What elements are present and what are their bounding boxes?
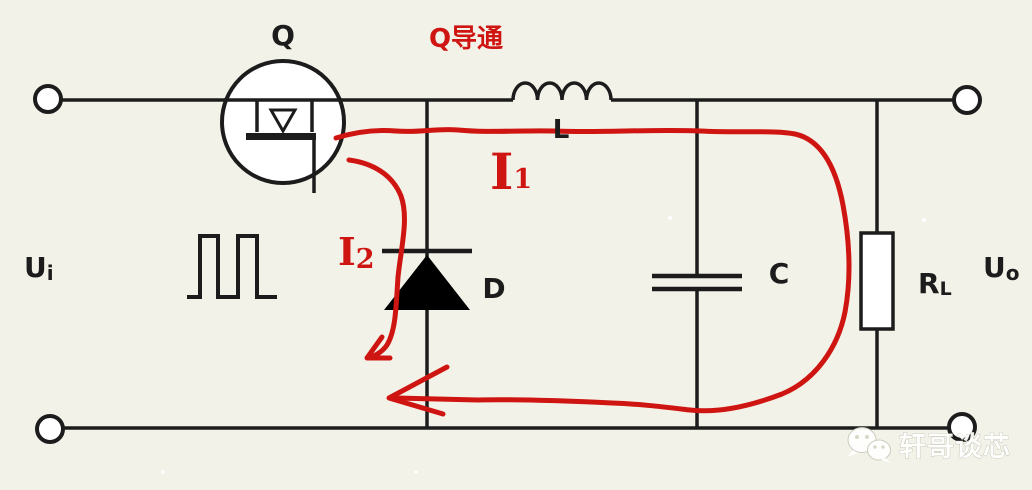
current-arrowhead-i2 [364, 334, 393, 361]
diode-triangle [384, 255, 470, 310]
terminal-bottom-right [947, 412, 977, 442]
current-path-i2 [346, 157, 407, 361]
terminal-top-left [33, 84, 63, 114]
terminals [33, 84, 982, 444]
terminal-bottom-left [35, 414, 65, 444]
load-resistor-label: RL [918, 267, 952, 300]
inductor-symbol [511, 81, 613, 101]
terminal-top-right [952, 85, 982, 115]
state-annotation-label: Q导通 [429, 24, 503, 54]
diode-symbol [382, 248, 472, 310]
transistor-label: Q [271, 19, 295, 52]
current-2-label: I2 [338, 229, 375, 275]
input-voltage-label: Ui [24, 251, 54, 285]
diode-label: D [482, 272, 505, 305]
mosfet-stubs [255, 100, 314, 132]
current-1-label: I1 [490, 142, 532, 201]
resistor-symbol [859, 231, 895, 331]
current-path-i1 [333, 127, 852, 414]
output-voltage-label: Uo [983, 251, 1020, 285]
capacitor-label: C [769, 257, 790, 290]
watermark-text: 轩哥谈芯 [899, 432, 1011, 463]
image-specks [161, 216, 926, 474]
mosfet-gate-bar [246, 133, 316, 140]
wechat-icon [847, 427, 891, 463]
current-arrowhead-i1 [386, 364, 450, 417]
current-annotations [333, 127, 852, 417]
watermark: 轩哥谈芯 [847, 427, 1011, 463]
mosfet-symbol [220, 59, 346, 193]
inductor-label: L [553, 115, 570, 145]
mosfet-arrow [268, 108, 298, 135]
square-wave-icon [187, 234, 277, 299]
capacitor-symbol [652, 273, 742, 292]
